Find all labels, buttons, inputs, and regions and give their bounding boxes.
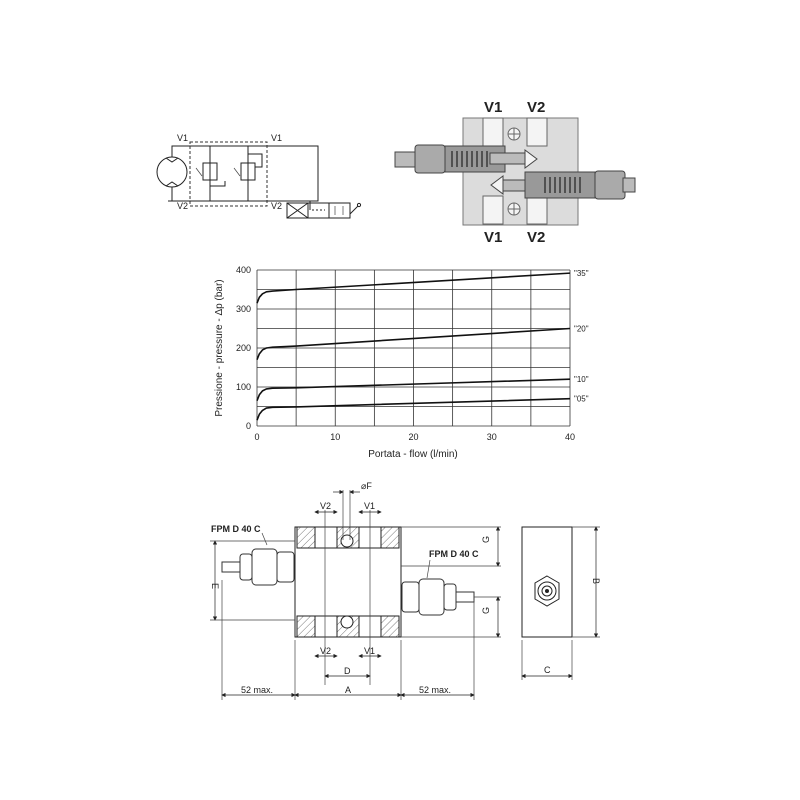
x-tick-label: 40 — [565, 432, 575, 442]
x-axis-label: Portata - flow (l/min) — [368, 449, 457, 460]
series-line — [256, 378, 571, 401]
port-label-top-v2: V2 — [527, 99, 545, 116]
dimension-drawing: FPM D 40 C FPM D 40 C — [210, 481, 601, 700]
dim-g-top: G — [481, 536, 491, 543]
port-row-top — [296, 526, 400, 549]
port-label-v2-right: V2 — [271, 201, 282, 211]
series-label: "35" — [574, 269, 589, 278]
valve-block-outline — [189, 141, 268, 207]
series-label: "20" — [574, 325, 589, 334]
x-tick-label: 30 — [487, 432, 497, 442]
directional-valve-symbol — [286, 202, 362, 219]
dim-v1-bottom: V1 — [364, 646, 375, 656]
dim-f: ⌀F — [361, 481, 372, 491]
port-label-top-v1: V1 — [484, 99, 502, 116]
relief-valve-symbol-2 — [233, 146, 263, 201]
hydraulic-schematic: V1 V1 V2 V2 — [156, 133, 362, 219]
y-tick-label: 300 — [236, 304, 251, 314]
dim-g-bottom: G — [481, 607, 491, 614]
port-label-v1-left: V1 — [177, 133, 188, 143]
y-tick-label: 400 — [236, 265, 251, 275]
dim-left-max: 52 max. — [241, 685, 273, 695]
port-row-bottom — [296, 615, 400, 638]
port-label-v2-left: V2 — [177, 201, 188, 211]
y-axis-label: Pressione - pressure - Δp (bar) — [214, 279, 225, 416]
series-line — [256, 397, 571, 421]
fitting-left-label: FPM D 40 C — [211, 524, 261, 534]
series-label: "10" — [574, 375, 589, 384]
dim-d: D — [344, 666, 351, 676]
dim-b: B — [591, 578, 601, 584]
port-label-bottom-v2: V2 — [527, 229, 545, 246]
dim-right-max: 52 max. — [419, 685, 451, 695]
fitting-left — [221, 548, 295, 586]
fitting-right-label: FPM D 40 C — [429, 549, 479, 559]
dim-v2-bottom: V2 — [320, 646, 331, 656]
dim-v1-top: V1 — [364, 501, 375, 511]
dim-a: A — [345, 685, 351, 695]
series-line — [256, 327, 571, 360]
series-label: "05" — [574, 395, 589, 404]
dim-c: C — [544, 665, 551, 675]
x-tick-label: 10 — [330, 432, 340, 442]
y-tick-label: 0 — [246, 421, 251, 431]
cross-section-view: V1 V2 V1 V2 — [394, 99, 636, 246]
chart-grid — [256, 269, 571, 427]
side-port-hex — [534, 575, 560, 607]
x-tick-label: 20 — [408, 432, 418, 442]
series-line — [256, 272, 571, 304]
relief-valve-symbol-1 — [195, 146, 226, 201]
dim-v2-top: V2 — [320, 501, 331, 511]
x-tick-label: 0 — [254, 432, 259, 442]
cartridge-left — [394, 144, 538, 174]
port-label-v1-right: V1 — [271, 133, 282, 143]
port-label-bottom-v1: V1 — [484, 229, 502, 246]
chart-series: "35" "20" "10" "05" — [256, 269, 589, 421]
y-tick-label: 200 — [236, 343, 251, 353]
dim-e: E — [210, 583, 220, 589]
fitting-right — [401, 578, 475, 616]
cartridge-right — [490, 170, 636, 200]
y-tick-label: 100 — [236, 382, 251, 392]
